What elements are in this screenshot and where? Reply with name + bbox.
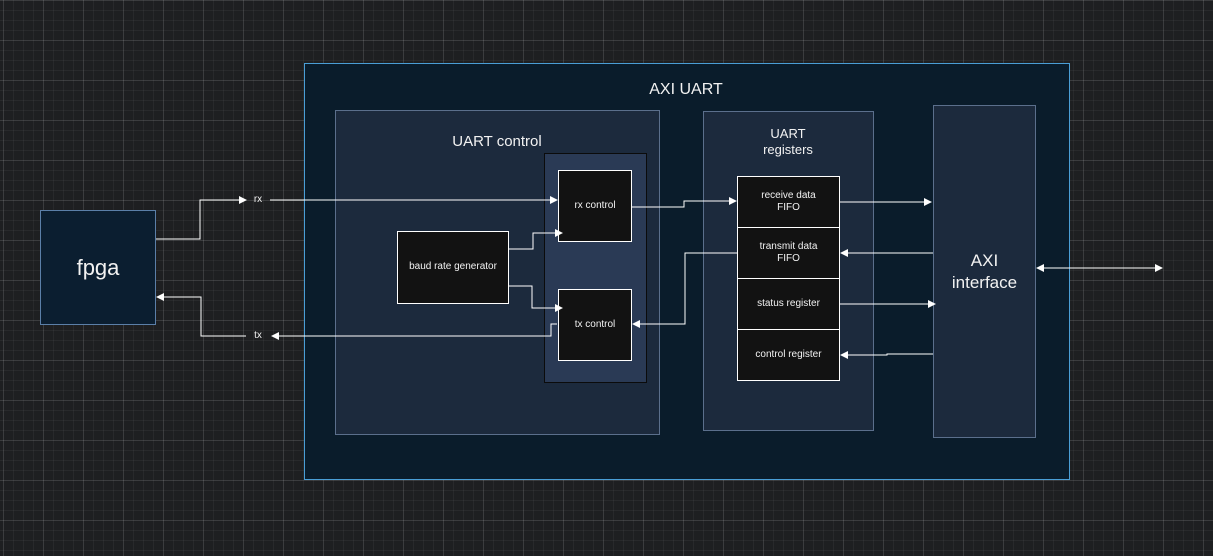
tx-to-fpga-wire <box>156 293 246 337</box>
axi-uart-title: AXI UART <box>649 81 723 98</box>
receive-data-fifo-label: receive data FIFO <box>761 189 816 214</box>
baud-rate-generator-block[interactable]: baud rate generator <box>397 231 509 304</box>
tx-signal-label: tx <box>254 330 262 341</box>
control-register-block[interactable]: control register <box>737 329 840 381</box>
baud-rate-generator-label: baud rate generator <box>409 261 497 273</box>
fpga-block[interactable]: fpga <box>40 210 156 325</box>
transmit-data-fifo-block[interactable]: transmit data FIFO <box>737 227 840 279</box>
receive-data-fifo-block[interactable]: receive data FIFO <box>737 176 840 228</box>
tx-control-label: tx control <box>574 318 616 330</box>
control-register-label: control register <box>755 348 822 360</box>
uart-control-title: UART control <box>452 133 542 150</box>
axi-interface-block[interactable]: AXI interface <box>933 105 1036 438</box>
rx-control-label: rx control <box>574 199 616 211</box>
tx-control-block[interactable]: tx control <box>558 289 632 361</box>
rx-control-block[interactable]: rx control <box>558 170 632 242</box>
status-register-block[interactable]: status register <box>737 278 840 330</box>
uart-registers-title: UART registers <box>763 126 813 157</box>
axi-interface-label: AXI interface <box>951 251 1018 292</box>
rx-signal-label: rx <box>253 194 263 205</box>
fpga-to-rx-wire <box>156 196 247 240</box>
transmit-data-fifo-label: transmit data FIFO <box>759 240 818 265</box>
status-register-label: status register <box>757 297 820 309</box>
fpga-label: fpga <box>76 254 120 280</box>
